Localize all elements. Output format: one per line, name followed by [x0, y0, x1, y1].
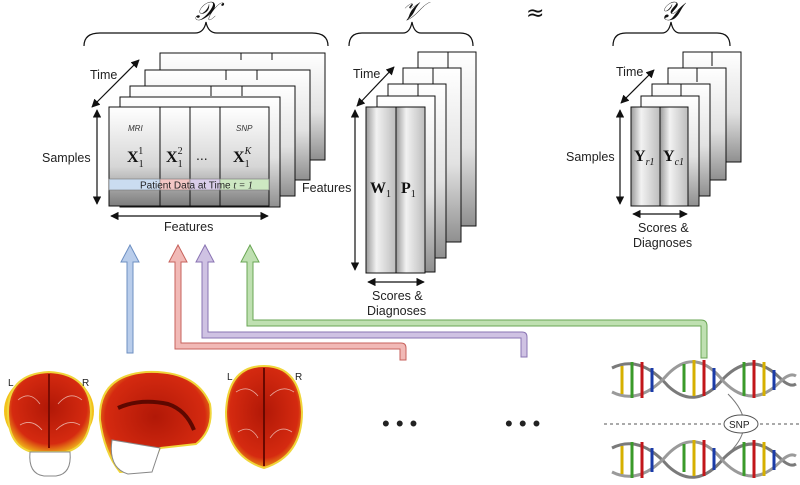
patient-row-green	[219, 178, 270, 191]
x-samples-label: Samples	[42, 151, 91, 165]
y-scores-label-2: Diagnoses	[633, 236, 692, 250]
v-scores-label-1: Scores &	[372, 289, 423, 303]
v-p-label: P1	[401, 180, 416, 200]
brain-coronal: L R	[4, 370, 94, 477]
v-time-arrow	[356, 66, 395, 107]
y-yr-label: Yr1	[634, 148, 654, 168]
dna-helix-bottom	[611, 440, 797, 479]
v-tensor: 𝒱 W1 P1 Time Features Scores & Diagnoses	[302, 0, 477, 318]
brain-axial-R: R	[295, 372, 302, 383]
ellipsis-1: • • •	[382, 411, 417, 436]
brain-coronal-L: L	[8, 378, 14, 389]
cerebellum	[110, 439, 161, 475]
y-tensor-symbol: 𝒴	[660, 0, 687, 27]
brain-stem-coronal	[29, 451, 71, 477]
snp-badge-label: SNP	[729, 420, 750, 431]
snp-badge	[723, 414, 759, 434]
connector-arrows	[120, 243, 708, 361]
dna-helix-top	[611, 360, 797, 399]
v-brace	[348, 21, 474, 47]
connector-arrow-red	[168, 243, 407, 361]
block-x1-k: X1K	[233, 146, 253, 170]
connector-arrow-green	[240, 243, 708, 359]
y-time-label: Time	[616, 65, 643, 79]
y-time-arrow	[620, 69, 655, 104]
y-scores-label-1: Scores &	[638, 221, 689, 235]
y-yc-label: Yc1	[663, 148, 684, 168]
brain-axial: L R	[224, 364, 304, 470]
block-x1-1: X11	[127, 146, 144, 170]
v-front-col-p	[395, 106, 426, 274]
brain-sagittal	[98, 370, 212, 475]
y-samples-label: Samples	[566, 150, 615, 164]
patient-row-label: Patient Data at Time t = 1	[140, 181, 253, 192]
block-ellipsis: ...	[196, 147, 208, 163]
connector-arrow-blue	[120, 243, 140, 354]
snp-label: SNP	[236, 124, 253, 133]
v-tensor-symbol: 𝒱	[401, 0, 431, 27]
x-tensor-symbol: 𝒳	[195, 0, 225, 27]
v-features-label: Features	[302, 181, 351, 195]
mri-label: MRI	[128, 124, 143, 133]
approx-symbol: ≈	[526, 1, 544, 26]
y-front-col-c	[659, 106, 689, 207]
v-w-label: W1	[370, 180, 391, 200]
x-time-arrow	[91, 59, 140, 108]
v-scores-label-2: Diagnoses	[367, 304, 426, 318]
ellipsis-2: • • •	[505, 411, 540, 436]
x-time-label: Time	[90, 68, 117, 82]
y-brace	[612, 21, 731, 47]
y-tensor: 𝒴 Yr1 Yc1 Time Samples Scores & Diagnose…	[566, 0, 742, 250]
x-tensor: 𝒳 Patient Data at Time t = 1 MRI SNP X11…	[42, 0, 329, 234]
connector-arrow-purple	[195, 243, 528, 358]
v-time-label: Time	[353, 67, 380, 81]
block-x1-2: X12	[166, 146, 183, 170]
v-front-col-w	[365, 106, 397, 274]
x-features-label: Features	[164, 220, 213, 234]
brain-axial-L: L	[227, 372, 233, 383]
x-brace	[83, 21, 329, 47]
brain-coronal-R: R	[82, 378, 89, 389]
